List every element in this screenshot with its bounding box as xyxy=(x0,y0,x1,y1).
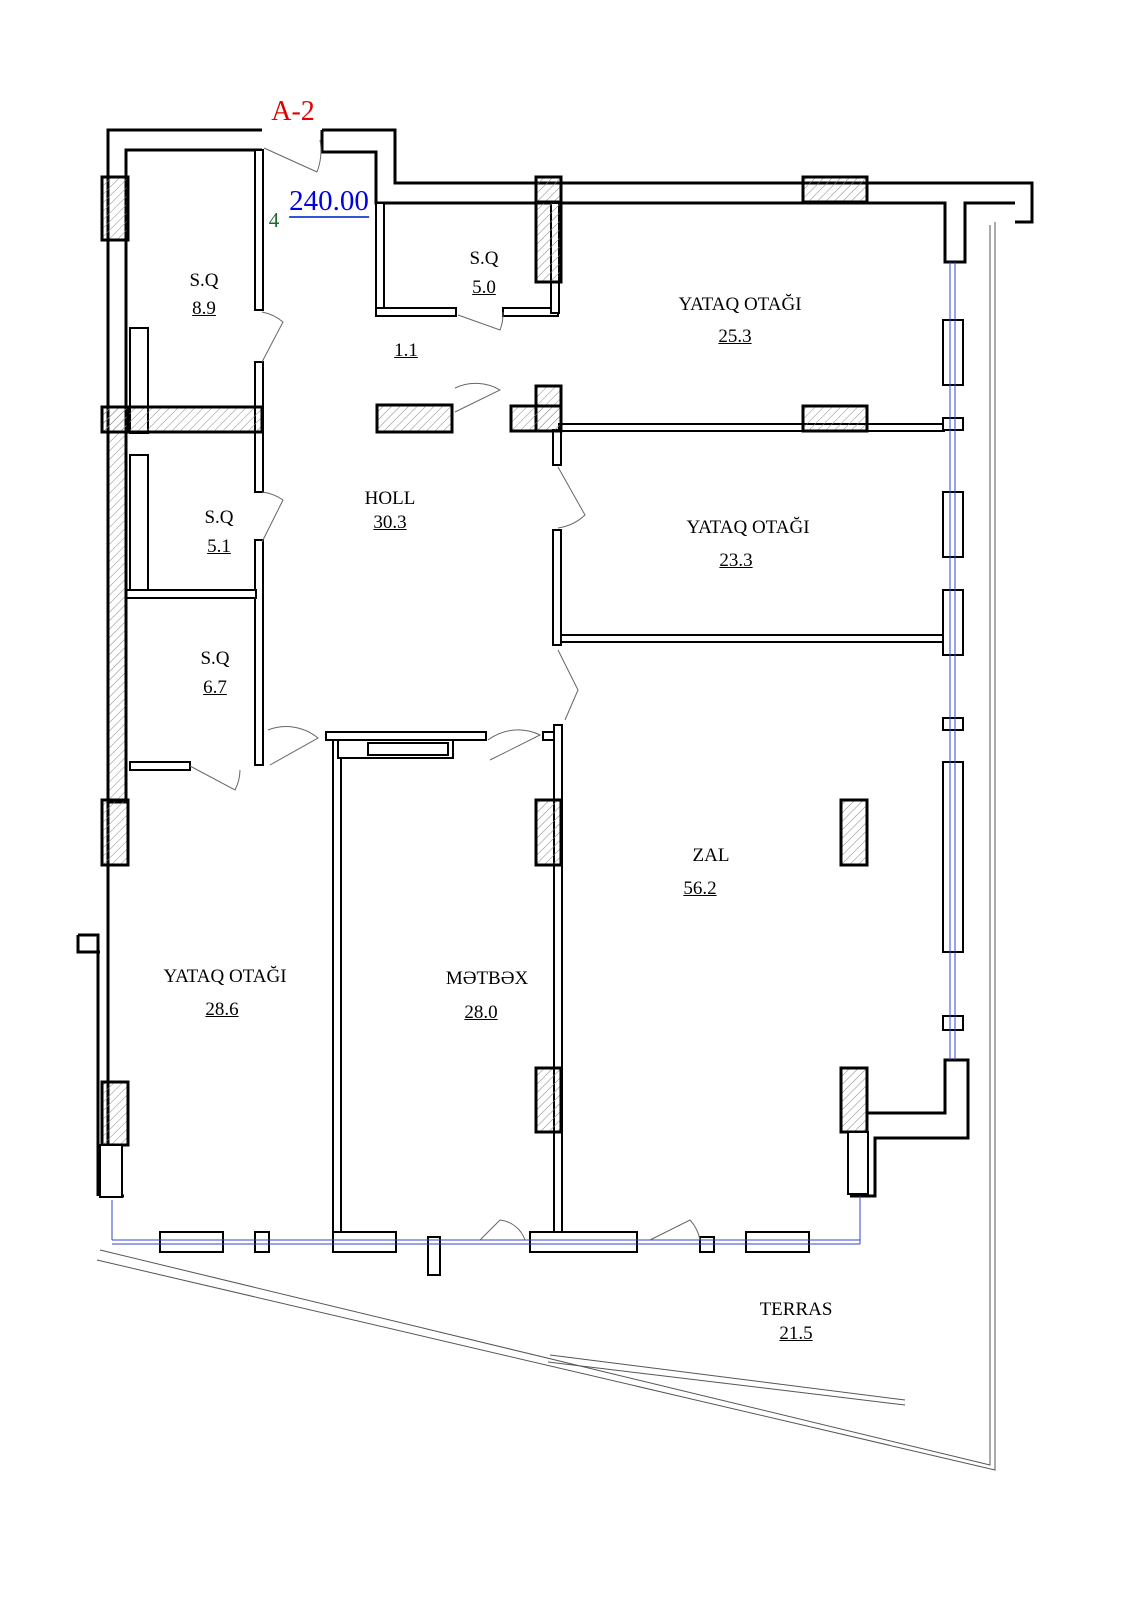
room-area: 5.0 xyxy=(472,277,496,298)
room-area: 6.7 xyxy=(203,677,227,698)
room-area: 25.3 xyxy=(718,326,752,347)
door-swings xyxy=(189,139,701,1241)
room-name: S.Q xyxy=(204,507,234,528)
room-area: 8.9 xyxy=(192,298,216,319)
room-name: TERRAS xyxy=(759,1299,833,1320)
floor-number: 4 xyxy=(268,208,280,232)
room-area: 23.3 xyxy=(719,550,753,571)
windows xyxy=(111,262,956,1245)
structural-columns xyxy=(100,175,869,1147)
room-name: ZAL xyxy=(692,845,730,866)
room-name: S.Q xyxy=(469,248,499,269)
room-area: 28.0 xyxy=(464,1002,498,1023)
room-area: 5.1 xyxy=(207,536,231,557)
room-name: S.Q xyxy=(200,648,230,669)
room-area: 56.2 xyxy=(683,878,717,899)
room-area: 1.1 xyxy=(394,340,418,361)
room-name: YATAQ OTAĞI xyxy=(686,517,810,538)
room-name: MƏTBƏX xyxy=(445,968,529,989)
terrace-outline xyxy=(96,222,996,1471)
room-name: YATAQ OTAĞI xyxy=(163,966,287,987)
room-area: 21.5 xyxy=(779,1323,813,1344)
room-area: 30.3 xyxy=(373,512,407,533)
room-name: YATAQ OTAĞI xyxy=(678,294,802,315)
room-area: 28.6 xyxy=(205,999,239,1020)
total-area: 240.00 xyxy=(289,185,369,218)
room-name: S.Q xyxy=(189,270,219,291)
room-name: HOLL xyxy=(364,488,416,509)
window-pillars xyxy=(99,319,964,1276)
apartment-code: A-2 xyxy=(271,96,315,127)
